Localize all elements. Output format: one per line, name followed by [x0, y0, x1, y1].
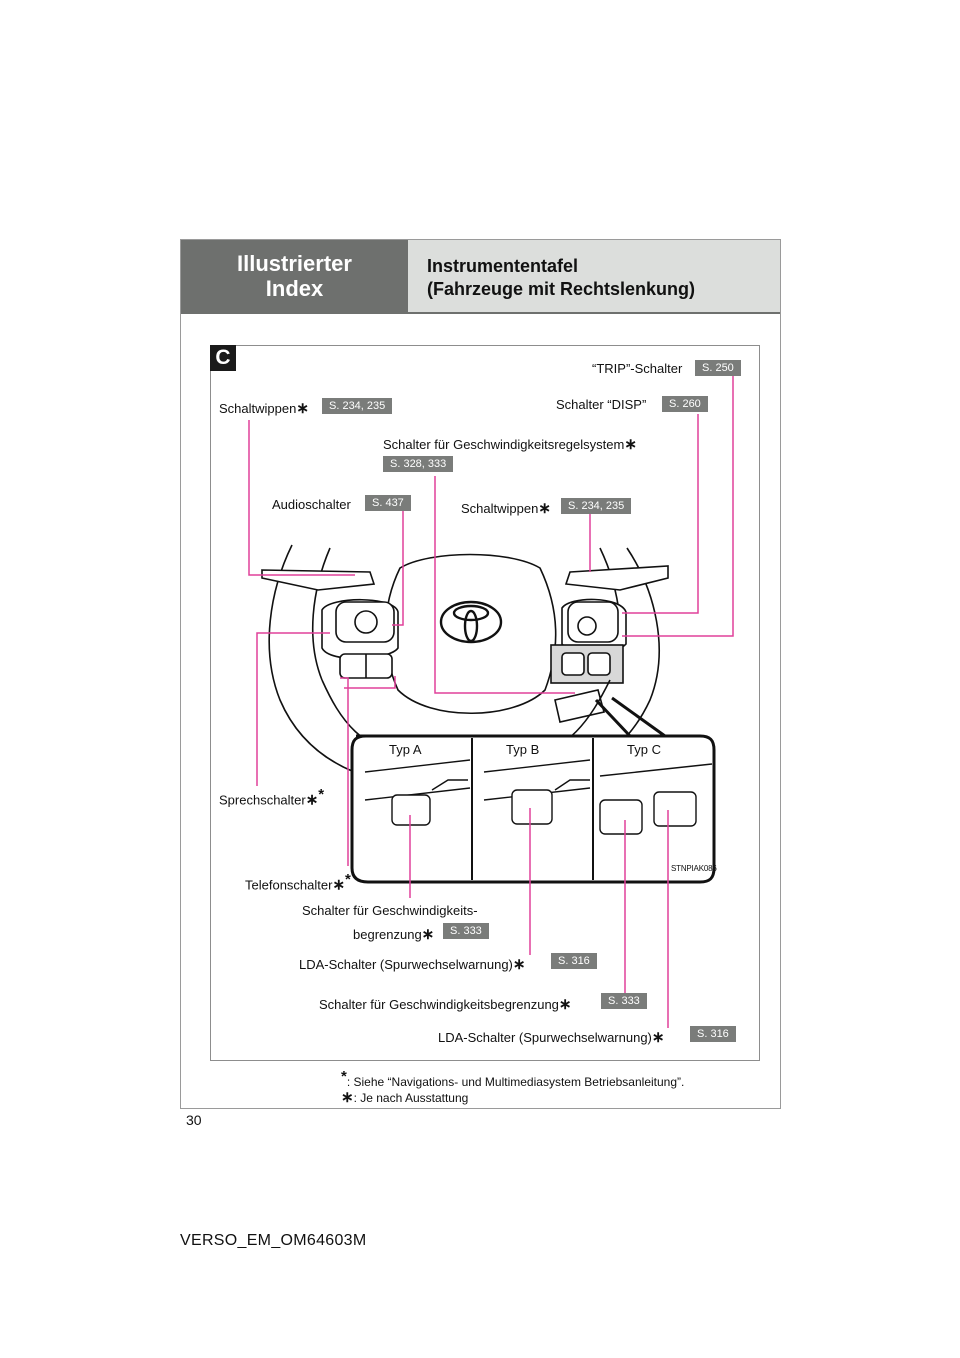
phone-switch-label: Telefonschalter∗* — [245, 871, 351, 894]
figure-panel — [210, 345, 760, 1061]
disp-switch-page[interactable]: S. 260 — [662, 396, 708, 412]
limiter-a-label-line2: begrenzung∗ — [353, 926, 435, 943]
disp-switch-label: Schalter “DISP” — [556, 397, 647, 412]
type-b-label: Typ B — [506, 742, 540, 757]
trip-switch-page[interactable]: S. 250 — [695, 360, 741, 376]
image-code: STNPIAK086 — [671, 864, 717, 873]
page-title: Instrumententafel (Fahrzeuge mit Rechtsl… — [408, 240, 780, 312]
lda-c-label: LDA-Schalter (Spurwechselwarnung)∗ — [438, 1029, 665, 1046]
limiter-a-page[interactable]: S. 333 — [443, 923, 489, 939]
lda-b-label: LDA-Schalter (Spurwechselwarnung)∗ — [299, 956, 526, 973]
paddle-left-label: Schaltwippen∗ — [219, 400, 309, 417]
page-frame — [180, 239, 781, 1109]
footnote-2: ∗: Je nach Ausstattung — [341, 1089, 469, 1106]
trip-switch-label: “TRIP”-Schalter — [592, 361, 683, 376]
audio-switch-label: Audioschalter — [272, 497, 351, 512]
paddle-right-page[interactable]: S. 234, 235 — [561, 498, 632, 514]
document-footer: VERSO_EM_OM64603M — [180, 1232, 367, 1249]
header-divider — [181, 312, 780, 314]
talk-switch-label: Sprechschalter∗* — [219, 786, 325, 809]
figure-tag: C — [210, 345, 236, 371]
audio-switch-page[interactable]: S. 437 — [365, 495, 411, 511]
lda-b-page[interactable]: S. 316 — [551, 953, 597, 969]
page-number: 30 — [186, 1112, 202, 1128]
cruise-switch-page[interactable]: S. 328, 333 — [383, 456, 454, 472]
cruise-switch-label: Schalter für Geschwindigkeitsregelsystem… — [383, 436, 637, 453]
section-tab: Illustrierter Index — [181, 240, 408, 312]
limiter-a-label-line1: Schalter für Geschwindigkeits- — [302, 903, 478, 918]
limiter-c-page[interactable]: S. 333 — [601, 993, 647, 1009]
paddle-right-label: Schaltwippen∗ — [461, 500, 551, 517]
type-c-label: Typ C — [627, 742, 661, 757]
footnote-1: *: Siehe “Navigations- und Multimediasys… — [341, 1068, 685, 1089]
paddle-left-page[interactable]: S. 234, 235 — [322, 398, 393, 414]
lda-c-page[interactable]: S. 316 — [690, 1026, 736, 1042]
type-a-label: Typ A — [389, 742, 422, 757]
limiter-c-label: Schalter für Geschwindigkeitsbegrenzung∗ — [319, 996, 572, 1013]
